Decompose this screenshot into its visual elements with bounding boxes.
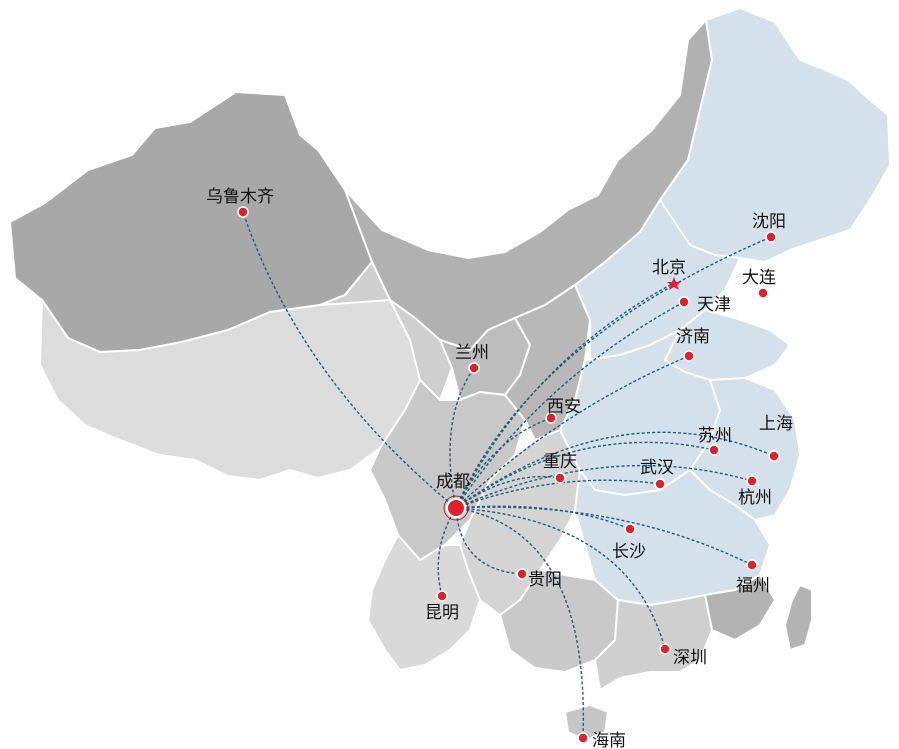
route-haikou [455, 507, 585, 739]
label-shanghai: 上海 [759, 414, 793, 434]
label-changsha: 长沙 [612, 542, 646, 562]
route-suzhou [455, 441, 715, 509]
city-dot-guiyang[interactable] [516, 568, 528, 580]
route-shanghai [455, 431, 775, 509]
city-dot-dalian[interactable] [757, 287, 769, 299]
label-hangzhou: 杭州 [738, 488, 772, 508]
region-taiwan [784, 584, 813, 651]
region-guangdong [594, 594, 713, 691]
city-dot-lanzhou[interactable] [468, 362, 480, 374]
hub-dot-chengdu[interactable] [446, 498, 466, 518]
route-urumqi [242, 211, 457, 509]
route-lanzhou [449, 367, 475, 509]
city-dot-shenzhen[interactable] [659, 643, 671, 655]
region-fujian [704, 574, 776, 641]
map-regions-east [559, 7, 891, 741]
city-dot-kunming[interactable] [436, 590, 448, 602]
label-guiyang: 贵阳 [528, 570, 562, 590]
route-guiyang [455, 507, 523, 575]
route-jinan [455, 355, 690, 509]
city-dot-urumqi[interactable] [237, 206, 249, 218]
route-hangzhou [455, 464, 753, 509]
city-dot-fuzhou[interactable] [746, 559, 758, 571]
route-shenyang [455, 236, 772, 509]
label-shenyang: 沈阳 [752, 212, 786, 232]
label-suzhou: 苏州 [698, 426, 732, 446]
city-dot-chongqing[interactable] [554, 472, 566, 484]
label-urumqi: 乌鲁木齐 [206, 187, 274, 207]
region-south-central [574, 469, 771, 606]
region-yunnan [367, 534, 481, 671]
label-dalian: 大连 [742, 268, 776, 288]
city-dot-shenyang[interactable] [765, 231, 777, 243]
city-dot-xian[interactable] [545, 412, 557, 424]
city-dot-hangzhou[interactable] [746, 475, 758, 487]
label-lanzhou: 兰州 [455, 343, 489, 363]
route-beijing [455, 282, 675, 509]
star-icon[interactable] [667, 277, 681, 290]
city-dot-haikou[interactable] [577, 732, 589, 744]
label-fuzhou: 福州 [736, 576, 770, 596]
route-xian [455, 417, 552, 509]
city-dot-wuhan[interactable] [654, 478, 666, 490]
label-shenzhen: 深圳 [673, 648, 707, 668]
region-jiangsu-zhejiang [689, 377, 801, 521]
label-chongqing: 重庆 [543, 452, 577, 472]
city-dot-tianjin[interactable] [678, 296, 690, 308]
label-beijing: 北京 [652, 258, 686, 278]
route-chongqing [455, 475, 561, 509]
city-markers [237, 206, 780, 744]
route-lines [242, 211, 775, 739]
city-dot-changsha[interactable] [624, 523, 636, 535]
label-wuhan: 武汉 [640, 458, 674, 478]
label-xian: 西安 [547, 397, 581, 417]
label-tianjin: 天津 [697, 295, 731, 315]
label-jinan: 济南 [676, 327, 710, 347]
label-kunming: 昆明 [425, 603, 459, 623]
map-regions [9, 19, 713, 673]
hub-ring [443, 495, 469, 521]
route-fuzhou [455, 506, 753, 566]
label-hub: 成都 [436, 472, 470, 492]
region-hainan [564, 704, 609, 741]
city-dot-shanghai[interactable] [768, 450, 780, 462]
route-tianjin [455, 301, 685, 509]
route-shenzhen [455, 507, 666, 650]
city-labels: 成都 乌鲁木齐 沈阳 北京 大连 天津 济南 兰州 西安 上海 苏州 重庆 武汉… [206, 187, 793, 749]
region-northeast [659, 7, 891, 263]
city-dot-suzhou[interactable] [708, 444, 720, 456]
label-haikou: 海南 [592, 731, 626, 749]
city-dot-jinan[interactable] [683, 350, 695, 362]
